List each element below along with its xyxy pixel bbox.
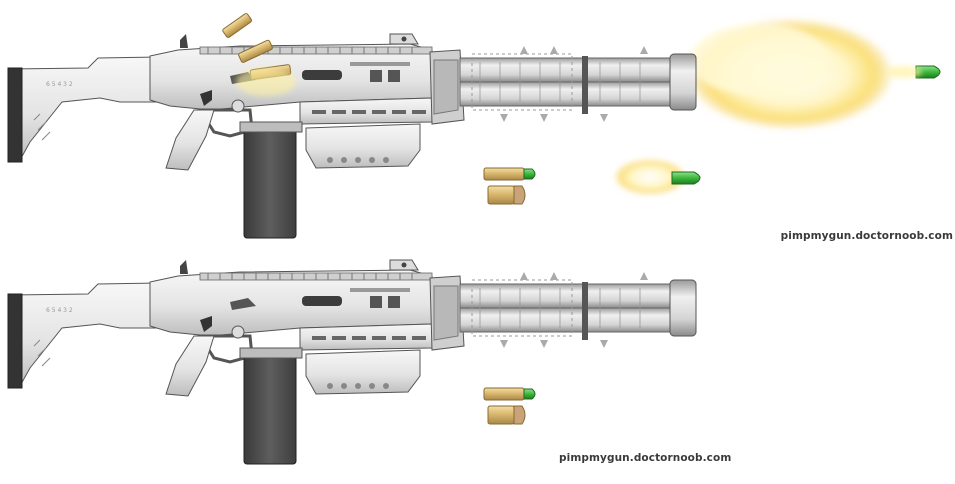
ammo-display-top bbox=[483, 167, 536, 205]
firing-gun bbox=[6, 13, 941, 240]
weapon-top bbox=[6, 32, 698, 240]
ejected-casings bbox=[222, 13, 296, 96]
bullet-flying-2 bbox=[614, 159, 701, 195]
watermark-bottom: pimpmygun.doctornoob.com bbox=[559, 452, 732, 464]
bullet-flying-1 bbox=[886, 65, 941, 79]
static-gun bbox=[6, 258, 698, 466]
watermark-top: pimpmygun.doctornoob.com bbox=[780, 230, 953, 242]
weapon-bottom bbox=[6, 258, 698, 466]
ammo-display-bottom bbox=[483, 387, 536, 425]
muzzle-flash bbox=[686, 18, 894, 130]
